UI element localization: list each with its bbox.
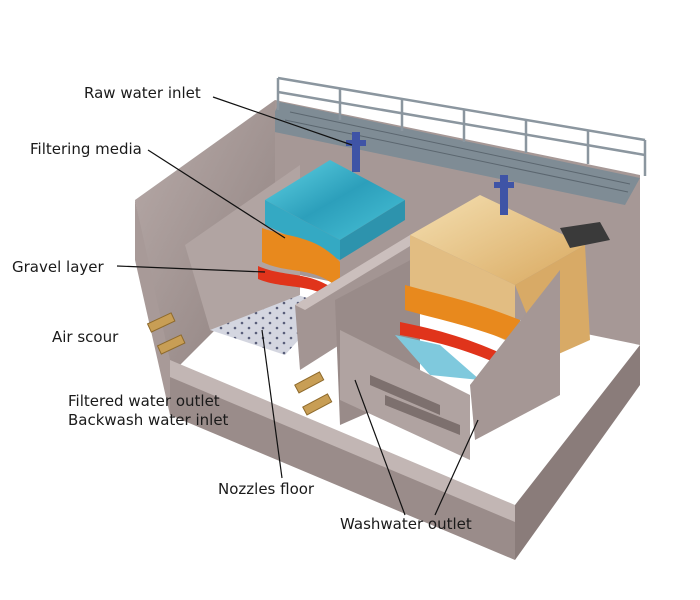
raw-water-inlet-valve <box>346 132 514 215</box>
left-gravel-layer <box>258 266 338 302</box>
air-scour-pipes <box>146 312 333 416</box>
right-water-top <box>410 195 585 285</box>
drain-grid <box>560 222 610 248</box>
left-water-top <box>265 160 405 240</box>
leader-gravel-layer <box>116 265 266 273</box>
railing <box>276 76 647 176</box>
label-filtered-water-outlet: Filtered water outlet <box>68 392 220 410</box>
leader-lines <box>116 96 479 516</box>
label-nozzles-floor: Nozzles floor <box>218 480 315 498</box>
leader-washwater-outlet-1 <box>354 379 406 516</box>
label-backwash-water-inlet: Backwash water inlet <box>68 411 229 429</box>
left-water-front <box>265 200 340 260</box>
tank-right-front <box>515 345 640 560</box>
walkway-grating <box>284 111 631 193</box>
central-divider-top <box>295 235 420 310</box>
leader-raw-water-inlet <box>212 96 353 146</box>
label-air-scour: Air scour <box>52 328 119 346</box>
label-washwater-outlet: Washwater outlet <box>340 515 472 533</box>
leader-nozzles-floor <box>261 329 283 479</box>
left-sand-layer <box>262 228 340 290</box>
leader-filtering-media <box>147 149 286 239</box>
tank-front-top <box>170 360 515 522</box>
walkway <box>265 102 640 205</box>
right-lower-water <box>395 335 480 380</box>
tank-front-wall <box>170 375 515 560</box>
label-gravel-layer: Gravel layer <box>12 258 104 276</box>
washwater-channel-steps <box>370 375 460 435</box>
right-sand-layer <box>405 285 520 345</box>
right-partition <box>470 270 560 440</box>
right-gravel-layer <box>400 322 515 372</box>
label-raw-water-inlet: Raw water inlet <box>84 84 201 102</box>
label-filtering-media: Filtering media <box>30 140 142 158</box>
leader-washwater-outlet-2 <box>434 419 479 516</box>
left-water-side <box>340 200 405 260</box>
tank-left-face <box>135 200 170 415</box>
